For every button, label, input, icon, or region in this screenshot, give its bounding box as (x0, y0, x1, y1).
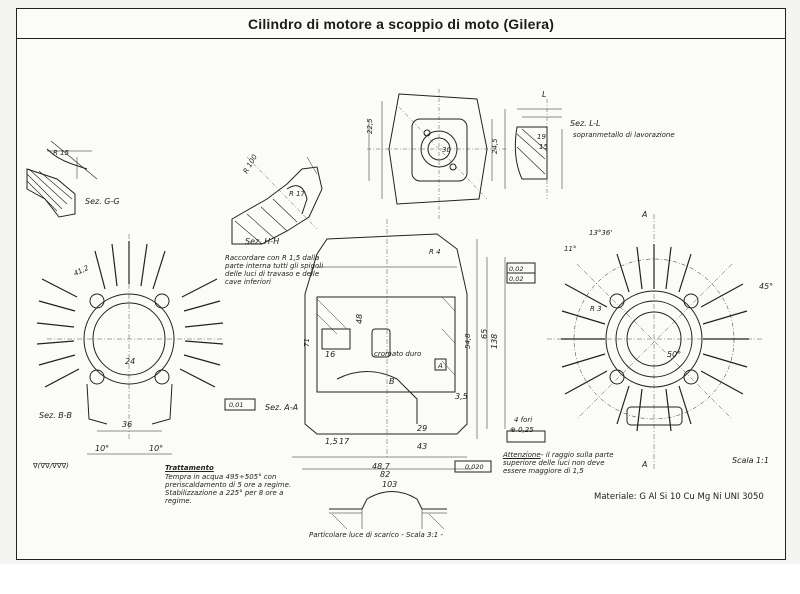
section-aa-view (292, 219, 506, 470)
note-fori-tolerance: ⊕ 0,25 (510, 426, 534, 434)
tol-2: 0,02 (509, 275, 523, 283)
exhaust-flange-view (367, 89, 507, 219)
dim-16: 16 (325, 350, 335, 359)
note-4-fori: 4 fori (514, 416, 533, 424)
dim-245: 24,5 (491, 138, 499, 154)
dim-10a: 10° (95, 444, 109, 453)
dim-r15: R 15 (53, 149, 70, 157)
section-label-hh: Sez. H-H (245, 237, 280, 246)
section-hh-view (231, 156, 323, 245)
cut-marker-b: B (389, 377, 395, 386)
dim-r4: R 4 (429, 248, 441, 256)
note-materiale: Materiale: G Al Si 10 Cu Mg Ni UNI 3050 (594, 492, 764, 502)
datum-box-a (434, 358, 447, 371)
cut-marker-l: L (542, 90, 546, 99)
dim-17: 17 (339, 437, 350, 446)
dim-103: 103 (382, 480, 397, 489)
section-ll-view (514, 99, 563, 199)
dimension-labels: 103 138 65 82 36 24 10° 10° 50° 45° 43 2… (53, 90, 773, 489)
datum-a-label: A (437, 362, 443, 370)
section-label-bb: Sez. B-B (39, 411, 73, 420)
note-particolare: Particolare luce di scarico - Scala 3:1 … (309, 531, 444, 539)
title-bar: Cilindro di motore a scoppio di moto (Gi… (17, 9, 785, 39)
exhaust-port-detail (329, 491, 447, 530)
dim-29: 29 (417, 424, 427, 433)
note-trattamento: Tempra in acqua 495÷505° con preriscalda… (165, 473, 292, 505)
tolerance-box-4 (454, 460, 492, 473)
dim-15: 1,5 (325, 437, 338, 446)
surface-finish-symbol: ∇(∇∇/∇∇∇) (33, 462, 69, 470)
tolerance-box-3 (224, 398, 256, 411)
dim-r17: R 17 (289, 190, 306, 198)
dim-50: 50° (667, 350, 681, 359)
dim-65: 65 (480, 329, 489, 339)
dim-43: 43 (417, 442, 427, 451)
cut-marker-a-top: A (641, 210, 647, 219)
dim-225: 22,5 (366, 118, 374, 134)
dim-1336: 13°36' (589, 229, 612, 237)
dim-11: 11° (564, 245, 576, 253)
note-attenzione: - il raggio sulla parte superiore delle … (503, 451, 614, 475)
drawing-area: 103 138 65 82 36 24 10° 10° 50° 45° 43 2… (17, 39, 785, 561)
dim-71: 71 (303, 338, 311, 347)
dim-19: 19 (537, 133, 546, 141)
dim-487: 48,7 (372, 462, 391, 471)
technical-drawing: 103 138 65 82 36 24 10° 10° 50° 45° 43 2… (26, 89, 773, 530)
dim-35: 3,5 (455, 392, 468, 401)
dim-82: 82 (380, 470, 390, 479)
dim-41: 41,2 (72, 264, 90, 278)
tol-3: 0,01 (229, 401, 243, 409)
page-title: Cilindro di motore a scoppio di moto (Gi… (247, 15, 555, 32)
page-bottom-margin (0, 564, 800, 594)
dim-36: 36 (122, 420, 132, 429)
note-scala: Scala 1:1 (732, 456, 769, 465)
drawing-sheet: Cilindro di motore a scoppio di moto (Gi… (16, 8, 786, 560)
section-label-aa: Sez. A-A (265, 403, 299, 412)
dim-r100: R 100 (242, 153, 259, 175)
note-sovrametallo: sopranmetallo di lavorazione (573, 131, 675, 139)
section-bb-view (36, 234, 224, 455)
dim-48: 48 (355, 314, 364, 324)
top-view-finned (547, 214, 762, 469)
dim-15b: 15 (539, 143, 548, 151)
tol-1: 0,02 (509, 265, 523, 273)
tol-4: 0,020 (465, 463, 484, 471)
tolerance-box-2 (506, 272, 536, 284)
note-raccordare: Raccordare con R 1,5 dalla parte interna… (225, 254, 324, 286)
dim-30: 30 (442, 146, 451, 154)
note-cromato-duro: cromato duro (374, 350, 422, 358)
section-label-ll: Sez. L-L (570, 119, 601, 128)
dim-45: 45° (759, 282, 773, 291)
tolerance-box-5 (506, 430, 546, 443)
note-trattamento-title: Trattamento (165, 464, 214, 472)
section-label-gg: Sez. G-G (85, 197, 120, 206)
cut-marker-a-bottom: A (641, 460, 647, 469)
dim-138: 138 (490, 334, 499, 349)
dim-24: 24 (125, 357, 135, 366)
section-gg-view (26, 140, 98, 218)
note-attenzione-title: Attenzione (503, 451, 541, 459)
dim-10b: 10° (149, 444, 163, 453)
dim-r3: R 3 (590, 305, 602, 313)
dim-548: 54,8 (464, 333, 472, 349)
